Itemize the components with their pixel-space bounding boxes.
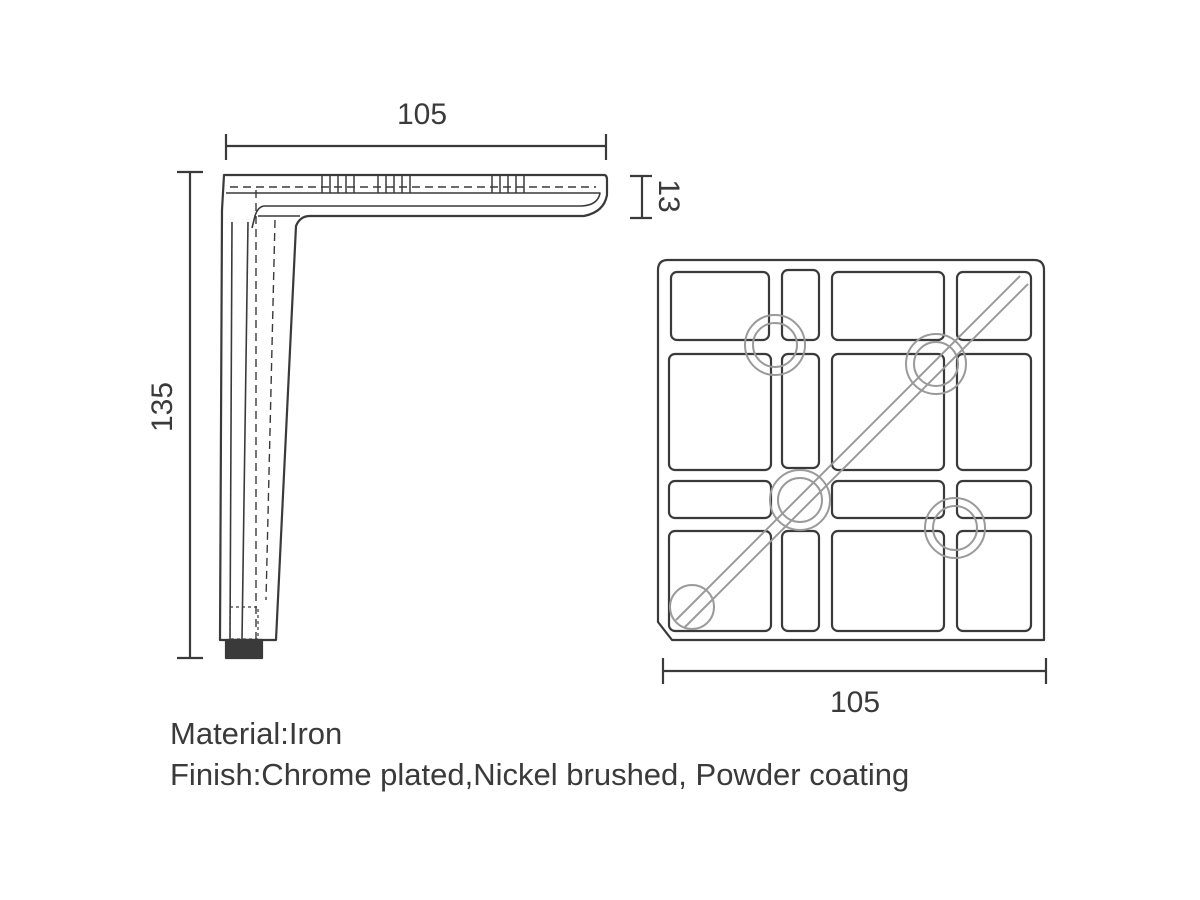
screw-hole-4	[924, 497, 986, 559]
dim-line-plate-width	[661, 658, 1048, 684]
dim-label-side-height: 135	[146, 382, 179, 432]
screw-hole-1	[744, 314, 806, 376]
screw-hole-3	[769, 469, 831, 531]
dim-label-plate-width: 105	[830, 686, 880, 719]
material-spec: Material:Iron	[170, 716, 343, 751]
dim-line-side-height	[177, 170, 203, 660]
dim-line-side-width	[224, 134, 608, 160]
dim-label-side-width: 105	[397, 98, 447, 131]
plate-view	[656, 258, 1046, 642]
side-view	[177, 134, 652, 660]
screw-hole-5	[669, 584, 715, 630]
plate-outline	[656, 258, 1046, 642]
top-plate-ribs	[321, 175, 525, 193]
foot-pad	[224, 638, 264, 660]
finish-spec: Finish:Chrome plated,Nickel brushed, Pow…	[170, 757, 910, 792]
screw-hole-2	[905, 333, 967, 395]
dim-line-top-thickness	[630, 174, 652, 220]
plate-diagonal-and-holes	[669, 275, 1029, 630]
top-plate-outline	[218, 173, 609, 642]
dim-label-top-thickness: 13	[652, 179, 685, 212]
top-plate-inner	[226, 192, 601, 229]
